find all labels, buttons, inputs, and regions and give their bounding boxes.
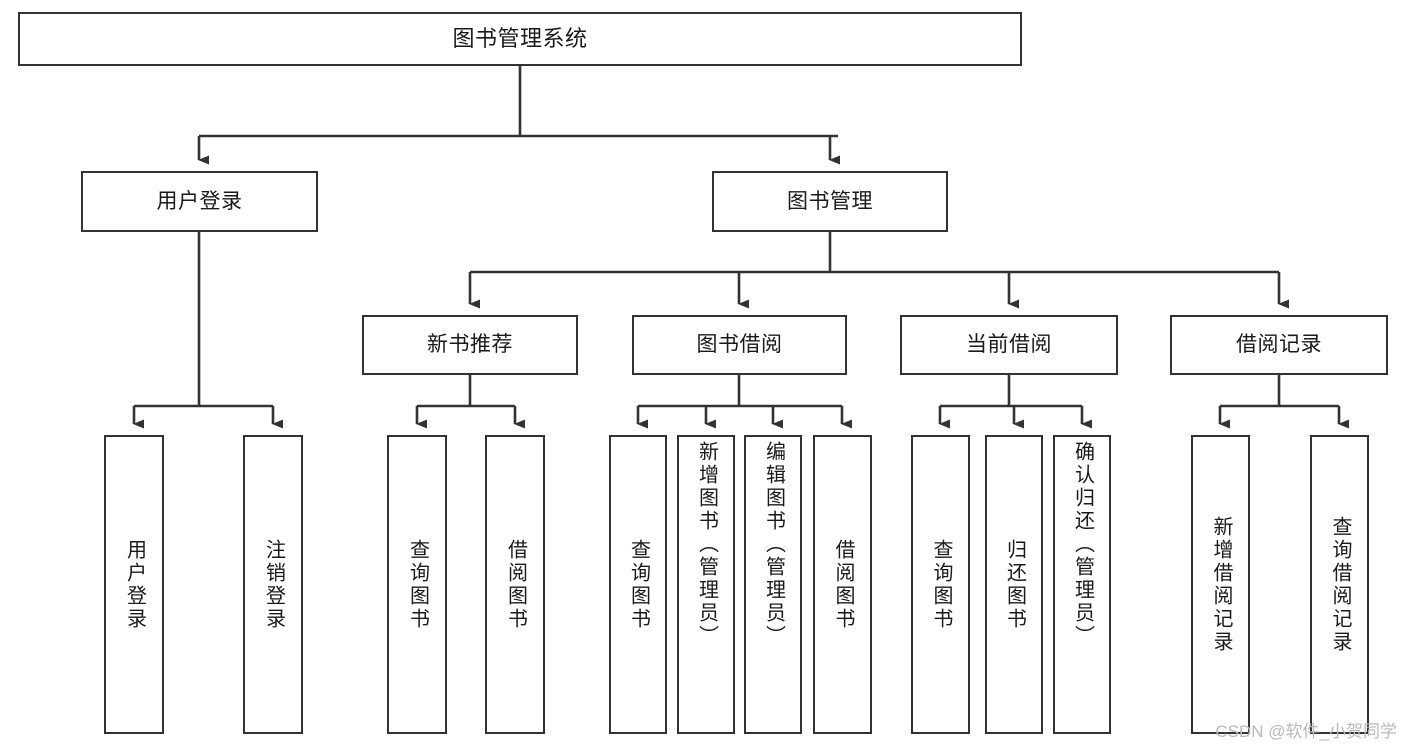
node-leaf-add-book-admin[interactable]: 新增图书（管理员） — [677, 435, 735, 734]
node-leaf-query-book-borrowing[interactable]: 查询图书 — [609, 435, 667, 734]
node-leaf-query-borrow-record[interactable]: 查询借阅记录 — [1310, 435, 1369, 734]
node-label: 当前借阅 — [966, 333, 1052, 357]
node-new-book-recommendation[interactable]: 新书推荐 — [362, 315, 578, 375]
node-label: 查询图书 — [627, 538, 650, 631]
node-leaf-return-book[interactable]: 归还图书 — [985, 435, 1043, 734]
node-label: 用户登录 — [156, 189, 243, 213]
node-borrowing-record[interactable]: 借阅记录 — [1170, 315, 1388, 375]
node-root-system[interactable]: 图书管理系统 — [18, 12, 1022, 66]
node-label: 查询图书 — [406, 538, 429, 631]
node-label: 借阅记录 — [1236, 333, 1322, 357]
node-label: 查询借阅记录 — [1329, 515, 1351, 654]
node-label: 归还图书 — [1003, 538, 1026, 631]
node-leaf-logout[interactable]: 注销登录 — [243, 435, 303, 734]
node-label: 查询图书 — [930, 538, 952, 631]
node-label: 用户登录 — [123, 538, 146, 631]
node-label: 注销登录 — [262, 538, 285, 631]
node-user-login[interactable]: 用户登录 — [81, 171, 318, 232]
node-label: 新增图书（管理员） — [695, 441, 718, 648]
node-leaf-borrow-book-recommendation[interactable]: 借阅图书 — [485, 435, 545, 734]
csdn-watermark: CSDN @软件_小贺同学 — [1215, 722, 1397, 741]
node-label: 新书推荐 — [427, 333, 513, 357]
node-label: 确认归还（管理员） — [1071, 441, 1094, 648]
node-label: 借阅图书 — [504, 538, 527, 631]
node-label: 新增借阅记录 — [1210, 515, 1232, 654]
node-leaf-edit-book-admin[interactable]: 编辑图书（管理员） — [744, 435, 802, 734]
node-leaf-user-login[interactable]: 用户登录 — [104, 435, 164, 734]
node-leaf-query-book-current[interactable]: 查询图书 — [911, 435, 970, 734]
node-label: 图书管理系统 — [452, 25, 588, 51]
node-book-borrowing[interactable]: 图书借阅 — [632, 315, 847, 375]
node-current-borrowing[interactable]: 当前借阅 — [900, 315, 1118, 375]
node-leaf-add-borrow-record[interactable]: 新增借阅记录 — [1191, 435, 1250, 734]
node-label: 编辑图书（管理员） — [762, 441, 785, 648]
node-book-management[interactable]: 图书管理 — [712, 171, 948, 232]
node-label: 借阅图书 — [832, 538, 854, 631]
node-label: 图书管理 — [787, 189, 873, 213]
node-leaf-borrow-book-borrowing[interactable]: 借阅图书 — [813, 435, 872, 734]
node-leaf-query-book-recommendation[interactable]: 查询图书 — [387, 435, 447, 734]
node-leaf-confirm-return-admin[interactable]: 确认归还（管理员） — [1053, 435, 1111, 734]
node-label: 图书借阅 — [696, 333, 783, 357]
